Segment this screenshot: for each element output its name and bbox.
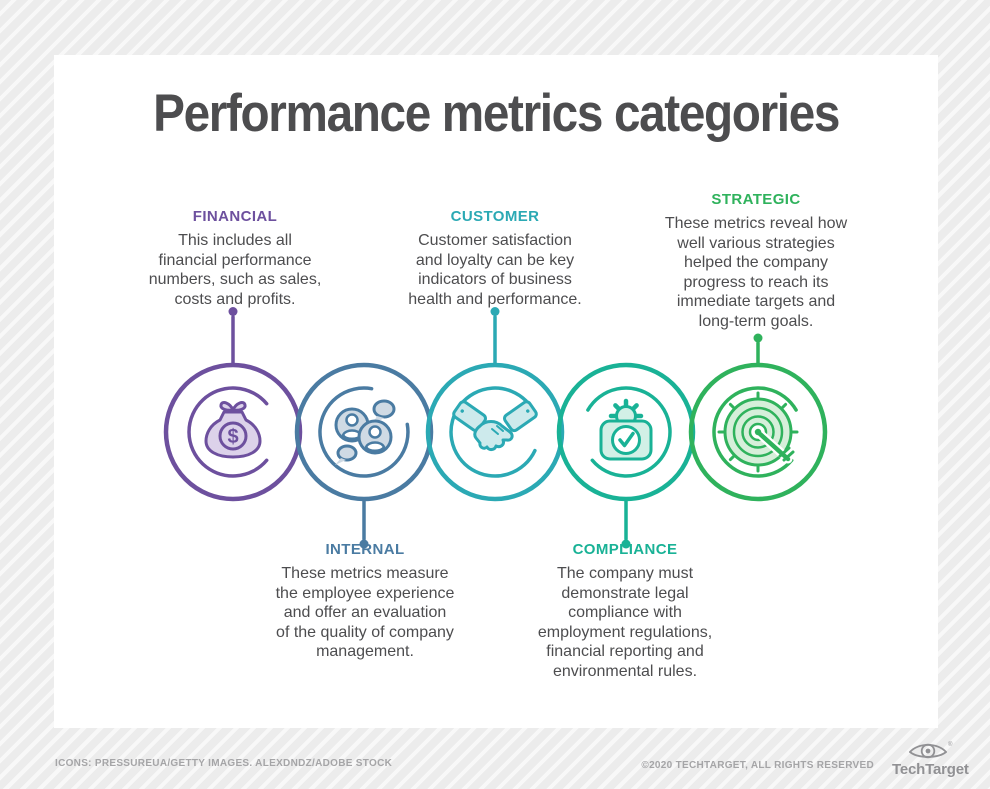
- customer-connector-dot: [490, 307, 500, 316]
- techtarget-logo: ® TechTarget: [892, 740, 969, 778]
- compliance-check-icon: [599, 398, 653, 461]
- strategic-inner-arc: [712, 386, 798, 478]
- page-title: Performance metrics categories: [54, 86, 938, 142]
- page-title-text: Performance metrics categories: [153, 84, 840, 143]
- financial-node: $: [163, 307, 303, 502]
- eye-icon: ®: [909, 741, 953, 759]
- customer-inner-arc: [449, 386, 537, 478]
- category-label: STRATEGIC: [711, 191, 801, 208]
- category-internal: INTERNAL These metrics measure the emplo…: [240, 541, 490, 662]
- category-label: INTERNAL: [325, 541, 405, 558]
- category-label: COMPLIANCE: [572, 541, 678, 558]
- category-strategic: STRATEGIC These metrics reveal how well …: [626, 191, 886, 331]
- category-label: CUSTOMER: [450, 208, 540, 225]
- strategic-connector-dot: [753, 333, 763, 343]
- internal-connector-dot: [359, 539, 369, 549]
- copyright-notice: ©2020 TECHTARGET, ALL RIGHTS RESERVED: [641, 760, 874, 771]
- svg-text:$: $: [227, 426, 238, 448]
- compliance-node: [556, 362, 696, 549]
- financial-inner-arc: [187, 386, 269, 478]
- internal-inner-arc: [318, 386, 410, 478]
- compliance-connector-dot: [621, 539, 631, 549]
- people-chat-icon: [334, 399, 396, 465]
- handshake-icon: [452, 400, 538, 451]
- icon-credits: ICONS: PRESSUREUA/GETTY IMAGES. ALEXDNDZ…: [55, 758, 393, 769]
- category-description: Customer satisfaction and loyalty can be…: [408, 232, 582, 308]
- category-compliance: COMPLIANCE The company must demonstrate …: [495, 541, 755, 681]
- category-description: The company must demonstrate legal compl…: [537, 565, 713, 680]
- category-description: This includes all financial performance …: [148, 232, 322, 308]
- target-dart-icon: [717, 391, 799, 473]
- category-label: FINANCIAL: [192, 208, 278, 225]
- category-financial: FINANCIAL This includes all financial pe…: [115, 208, 355, 309]
- techtarget-wordmark: TechTarget: [892, 761, 969, 778]
- category-customer: CUSTOMER Customer satisfaction and loyal…: [375, 208, 615, 309]
- category-description: These metrics reveal how well various st…: [664, 215, 848, 330]
- internal-node: [294, 362, 434, 549]
- content-card: [54, 55, 938, 728]
- money-bag-icon: $: [204, 401, 262, 459]
- svg-text:®: ®: [948, 741, 953, 748]
- customer-node: [425, 307, 565, 502]
- strategic-node: [688, 333, 828, 502]
- compliance-inner-arc: [586, 386, 672, 478]
- financial-connector-dot: [228, 307, 238, 316]
- category-description: These metrics measure the employee exper…: [275, 565, 455, 660]
